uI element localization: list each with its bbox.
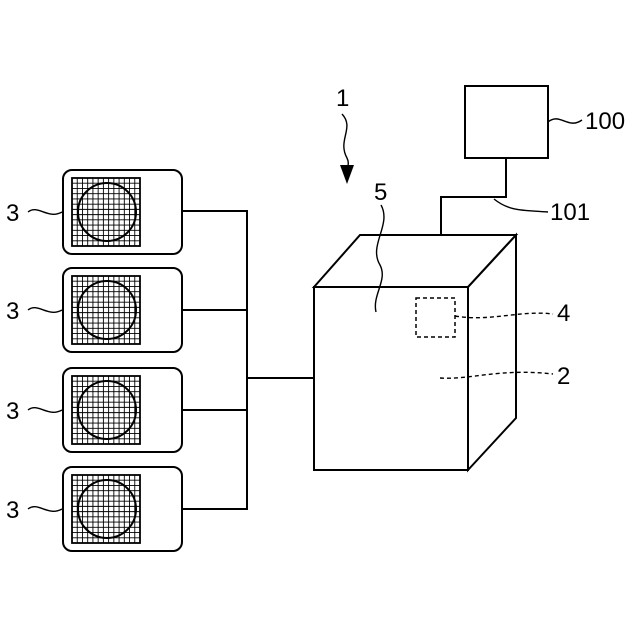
mesh-grid xyxy=(72,276,140,344)
label-window: 4 xyxy=(557,300,570,327)
module-panel: 3 xyxy=(6,268,182,352)
label-module: 3 xyxy=(6,497,19,524)
leader-3 xyxy=(28,308,62,313)
label-module: 3 xyxy=(6,298,19,325)
module-wiring xyxy=(182,211,314,509)
fan-circle xyxy=(78,480,136,538)
leader-3 xyxy=(28,408,62,413)
window-region xyxy=(416,298,455,337)
leader-4 xyxy=(455,313,553,318)
label-main-unit: 2 xyxy=(557,363,570,390)
external-device xyxy=(465,86,548,158)
module-panels: 3 3 3 3 xyxy=(6,170,182,551)
leader-101 xyxy=(494,199,548,212)
main-unit-cube xyxy=(314,235,516,470)
mesh-grid xyxy=(72,475,140,543)
fan-circle xyxy=(78,381,136,439)
label-module: 3 xyxy=(6,398,19,425)
leader-3 xyxy=(28,210,62,215)
label-top-face: 5 xyxy=(374,179,387,206)
label-system: 1 xyxy=(336,85,349,112)
leader-3 xyxy=(28,507,62,512)
fan-circle xyxy=(78,183,136,241)
leader-5 xyxy=(375,205,384,312)
leader-2 xyxy=(440,372,553,378)
mesh-grid xyxy=(72,178,140,246)
fan-circle xyxy=(78,281,136,339)
module-panel: 3 xyxy=(6,170,182,254)
leader-100 xyxy=(548,119,582,123)
label-external-device: 100 xyxy=(585,108,625,135)
label-module: 3 xyxy=(6,200,19,227)
module-panel: 3 xyxy=(6,368,182,452)
device-cable xyxy=(441,158,506,235)
mesh-grid xyxy=(72,376,140,444)
module-panel: 3 xyxy=(6,467,182,551)
label-cable: 101 xyxy=(550,199,590,226)
arrowhead-icon xyxy=(340,165,354,184)
